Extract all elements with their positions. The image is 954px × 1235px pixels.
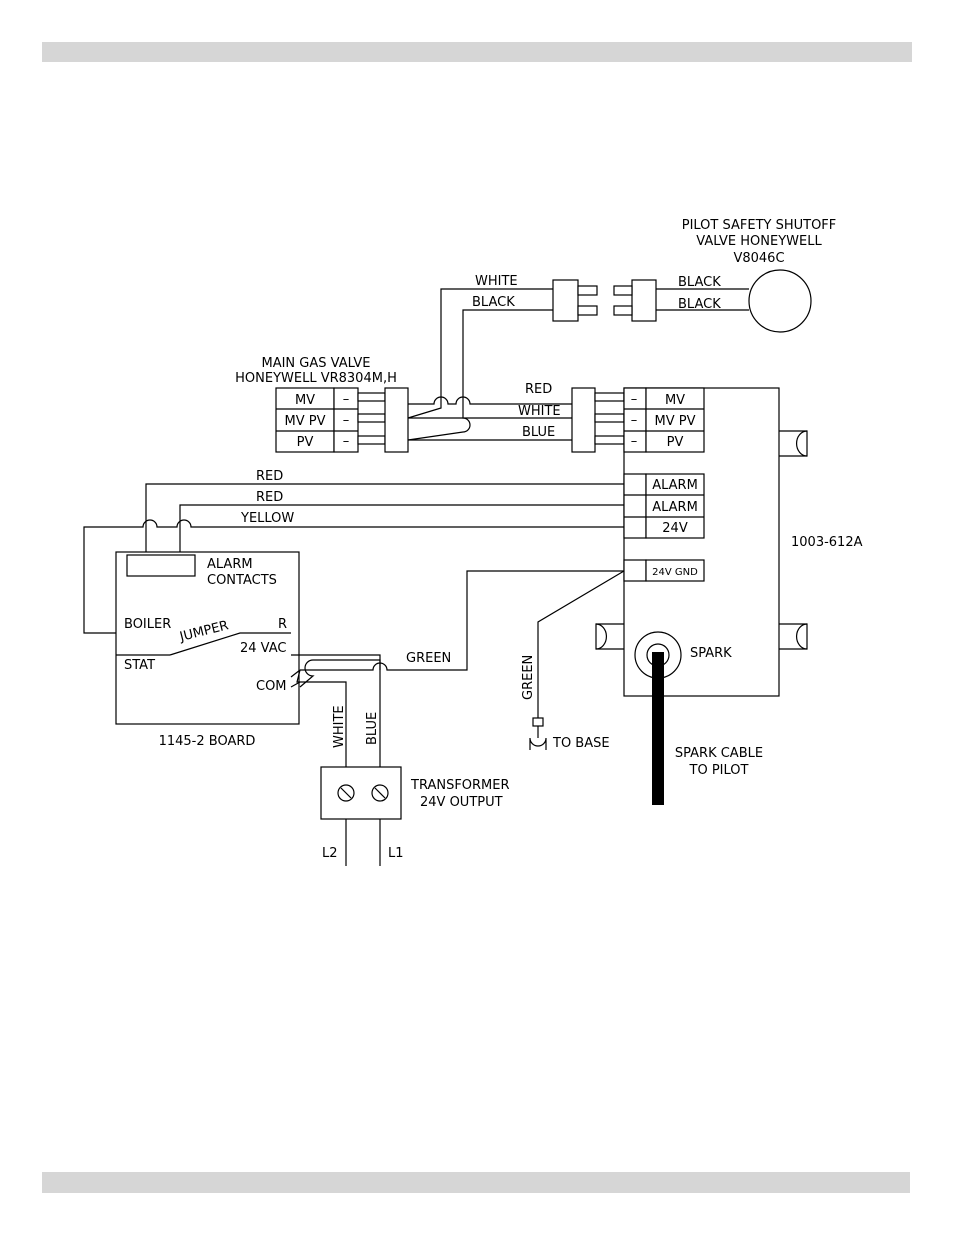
red-alarm-label-2: RED: [256, 490, 283, 505]
main-gas-valve-title-2: HONEYWELL VR8304M,H: [235, 371, 397, 386]
pilot-valve-symbol: [748, 269, 812, 333]
green-label-1: GREEN: [406, 651, 451, 666]
pilot-valve-title-1: PILOT SAFETY SHUTOFF: [682, 218, 837, 233]
green-wire-module: [300, 570, 624, 671]
white-wire-label: WHITE: [475, 274, 518, 289]
boiler-label: BOILER: [124, 617, 171, 632]
board-name: 1145-2 BOARD: [159, 734, 256, 749]
spark-cable-label-1: SPARK CABLE: [675, 746, 763, 761]
svg-text:–: –: [631, 434, 638, 449]
blue-wire-label-2: BLUE: [365, 712, 380, 745]
alarm-contacts-label-2: CONTACTS: [207, 573, 277, 588]
footer-bar: [42, 1172, 910, 1193]
blue-label-1: BLUE: [522, 425, 555, 440]
alarm-contacts-block: [126, 554, 196, 577]
spark-label: SPARK: [690, 646, 732, 661]
pilot-wire-black-2: BLACK: [678, 297, 721, 312]
mod-terminal-mvpv: MV PV: [655, 414, 696, 429]
to-base-label: TO BASE: [552, 736, 610, 751]
mod-terminal-mv: MV: [665, 393, 685, 408]
spark-cable-label-2: TO PILOT: [689, 763, 749, 778]
24vac-label: 24 VAC: [240, 641, 286, 656]
control-board: ALARM CONTACTS BOILER R JUMPER 24 VAC ST…: [115, 551, 381, 749]
pilot-valve: PILOT SAFETY SHUTOFF VALVE HONEYWELL V80…: [678, 218, 837, 333]
gv-terminal-pv: PV: [297, 435, 314, 450]
pilot-valve-title-2: VALVE HONEYWELL: [696, 234, 822, 249]
pilot-wire-black-1: BLACK: [678, 275, 721, 290]
yellow-label: YELLOW: [240, 511, 294, 526]
transformer-label-1: TRANSFORMER: [410, 778, 510, 793]
gv-dash-3: –: [343, 434, 350, 449]
mod-terminal-pv: PV: [667, 435, 684, 450]
r-label: R: [278, 617, 287, 632]
green-ground-label: GREEN: [521, 655, 536, 700]
white-wire-transformer: [296, 669, 347, 790]
connector-left: [552, 279, 579, 322]
mod-terminal-alarm-1: ALARM: [652, 478, 698, 493]
l2-label: L2: [322, 846, 338, 861]
alarm-contacts-label-1: ALARM: [207, 557, 253, 572]
ignition-module: – – – MV MV PV PV ALARM ALARM 24V 24V GN…: [595, 387, 863, 697]
green-ground-wire: [537, 570, 625, 718]
pilot-valve-title-3: V8046C: [733, 251, 784, 266]
gv-dash-2: –: [343, 413, 350, 428]
transformer: TRANSFORMER 24V OUTPUT L2 L1: [320, 766, 510, 866]
module-plug: [571, 387, 596, 453]
gv-dash-1: –: [343, 392, 350, 407]
yellow-wire: [83, 519, 624, 634]
connector-right: [631, 279, 657, 322]
red-alarm-label-1: RED: [256, 469, 283, 484]
gv-terminal-mv: MV: [295, 393, 315, 408]
white-wire-pilot: [440, 288, 553, 394]
white-wire-label-2: WHITE: [332, 705, 347, 748]
black-wire-pilot: [462, 309, 553, 394]
svg-text:–: –: [631, 392, 638, 407]
red-wire-alarm-1: [145, 483, 624, 575]
mod-terminal-24v: 24V: [662, 521, 688, 536]
gas-valve-plug: [384, 387, 409, 453]
main-gas-valve: MAIN GAS VALVE HONEYWELL VR8304M,H MV MV…: [235, 356, 409, 453]
red-wire-mv: [408, 396, 572, 405]
blue-wire-transformer: [299, 659, 381, 790]
transformer-label-2: 24V OUTPUT: [420, 795, 503, 810]
svg-text:–: –: [631, 413, 638, 428]
module-part-number: 1003-612A: [791, 535, 863, 550]
stat-label: STAT: [124, 658, 155, 673]
mod-terminal-alarm-2: ALARM: [652, 500, 698, 515]
header-bar: [42, 42, 912, 62]
gv-terminal-mvpv: MV PV: [285, 414, 326, 429]
com-label: COM: [256, 679, 287, 694]
mod-terminal-24v-gnd: 24V GND: [652, 567, 698, 578]
l1-label: L1: [388, 846, 404, 861]
pilot-connectors: [552, 279, 657, 322]
main-gas-valve-title-1: MAIN GAS VALVE: [261, 356, 370, 371]
red-label-1: RED: [525, 382, 552, 397]
black-wire-label: BLACK: [472, 295, 515, 310]
white-label-2: WHITE: [518, 404, 561, 419]
